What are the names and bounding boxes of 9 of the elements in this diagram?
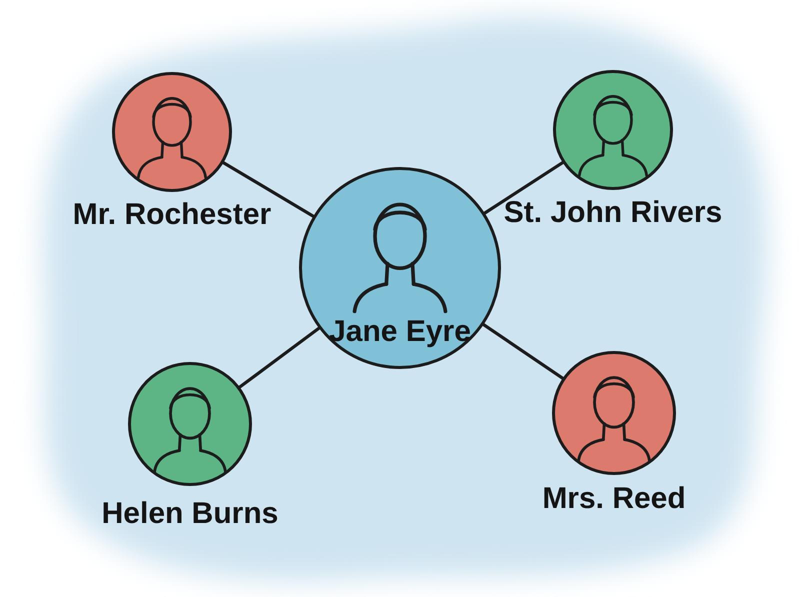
character-name: Mr. Rochester: [72, 197, 272, 233]
connector-line: [482, 160, 566, 216]
connector-line: [221, 160, 316, 218]
character-name: Jane Eyre: [329, 314, 471, 350]
character-name: Mrs. Reed: [542, 481, 686, 517]
character-name: St. John Rivers: [504, 195, 722, 231]
connector-line: [481, 322, 566, 380]
connector-line: [237, 326, 322, 390]
character-name: Helen Burns: [102, 496, 278, 532]
